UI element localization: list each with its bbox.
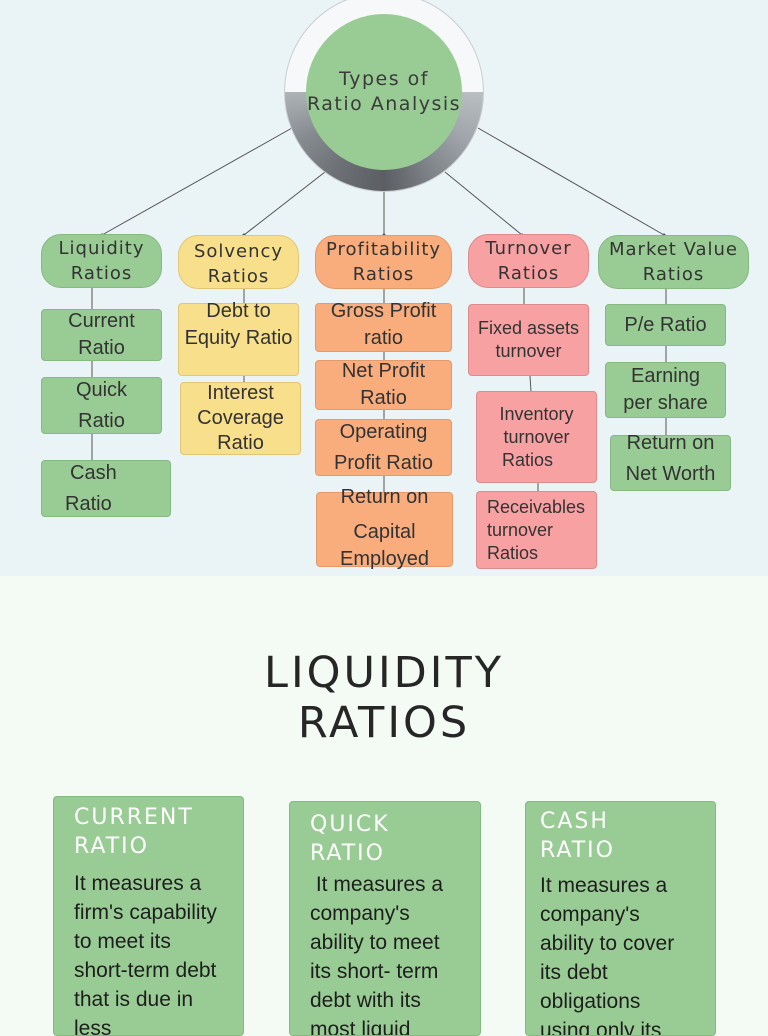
category-label: Ratios — [497, 263, 560, 284]
node-label: Earning — [631, 365, 700, 387]
node-label: Equity Ratio — [184, 327, 293, 349]
node-interest-coverage: Interest Coverage Ratio — [180, 382, 301, 455]
card-cash-ratio: CASH RATIO It measures a company's abili… — [525, 801, 716, 1036]
node-label: turnover — [487, 519, 554, 540]
hub-label-line1: Types of — [339, 68, 429, 90]
category-solvency: Solvency Ratios — [178, 235, 299, 289]
node-label: Operating — [339, 420, 428, 443]
node-label: Net Profit — [341, 360, 426, 382]
node-return-on-capital: Return on Capital Employed — [316, 486, 453, 570]
node-label: Fixed assets — [477, 318, 580, 338]
card-description: It measures a company's ability to cover… — [540, 874, 675, 1036]
card-title-line1: QUICK — [310, 812, 390, 837]
node-label: Inventory — [499, 403, 574, 424]
node-gross-profit: Gross Profit ratio — [315, 300, 452, 352]
node-label: Profit Ratio — [334, 451, 433, 474]
link-hub-turnover — [444, 171, 523, 236]
node-label: Return on — [626, 432, 715, 454]
category-label: Solvency — [193, 241, 284, 262]
link-hub-liquidity — [101, 127, 293, 236]
node-cash-ratio: Cash Ratio — [41, 460, 171, 517]
node-receivables-turnover: Receivables turnover Ratios — [476, 491, 597, 569]
node-label: Coverage — [197, 407, 284, 429]
node-label: per share — [623, 392, 708, 414]
node-current-ratio: Current Ratio — [41, 309, 162, 361]
node-label: Ratio — [78, 337, 125, 359]
node-return-on-net-worth: Return on Net Worth — [610, 432, 731, 491]
node-label: P/e Ratio — [624, 313, 707, 336]
node-label: Receivables — [487, 496, 586, 517]
card-description: It measures a company's ability to meet … — [310, 873, 449, 1036]
node-label: Ratio — [65, 492, 112, 515]
node-debt-to-equity: Debt to Equity Ratio — [178, 300, 299, 376]
section-title: LIQUIDITY RATIOS — [0, 648, 768, 748]
section-title-line2: RATIOS — [297, 698, 471, 748]
card-title-line2: RATIO — [74, 834, 149, 859]
category-label: Ratios — [70, 263, 133, 284]
node-label: turnover — [495, 341, 562, 361]
category-label: Turnover — [485, 238, 572, 259]
section-title-line1: LIQUIDITY — [264, 648, 504, 698]
node-label: Debt to — [206, 300, 271, 322]
category-label: Profitability — [325, 239, 442, 260]
node-label: Return on — [340, 486, 429, 508]
category-label: Market Value — [608, 239, 739, 260]
link-turnover-chain-2 — [529, 375, 532, 393]
node-quick-ratio: Quick Ratio — [41, 377, 162, 434]
node-pe-ratio: P/e Ratio — [605, 304, 726, 346]
card-title: QUICK RATIO — [310, 810, 460, 868]
node-label: Quick — [75, 378, 128, 401]
node-label: Ratio — [360, 387, 407, 409]
card-description: It measures a firm's capability to meet … — [74, 872, 217, 1036]
node-label: Ratio — [78, 409, 125, 432]
category-turnover: Turnover Ratios — [468, 234, 589, 288]
category-label: Ratios — [642, 264, 705, 285]
category-label: Liquidity — [58, 238, 145, 259]
hub-node: Types of Ratio Analysis — [306, 14, 462, 170]
node-label: Ratio — [217, 432, 264, 454]
node-net-profit: Net Profit Ratio — [315, 360, 452, 410]
card-title-line2: RATIO — [540, 838, 615, 863]
card-title-line2: RATIO — [310, 841, 385, 866]
node-label: turnover — [503, 426, 570, 447]
node-label: Capital — [353, 521, 416, 543]
node-label: Cash — [70, 461, 117, 484]
node-inventory-turnover: Inventory turnover Ratios — [476, 391, 597, 483]
card-title-line1: CASH — [540, 809, 609, 834]
node-fixed-assets-turnover: Fixed assets turnover — [468, 304, 589, 376]
category-market-value: Market Value Ratios — [598, 235, 749, 289]
card-quick-ratio: QUICK RATIO It measures a company's abil… — [289, 801, 481, 1036]
card-title-line1: CURRENT — [74, 805, 194, 830]
node-label: ratio — [364, 326, 403, 349]
hub-label-line2: Ratio Analysis — [306, 93, 462, 115]
node-earning-per-share: Earning per share — [605, 362, 726, 418]
node-label: Ratios — [487, 542, 539, 563]
node-label: Gross Profit — [330, 299, 437, 322]
node-operating-profit: Operating Profit Ratio — [315, 419, 452, 476]
node-label: Net Worth — [625, 463, 716, 485]
category-label: Ratios — [207, 266, 270, 287]
card-current-ratio: CURRENT RATIO It measures a firm's capab… — [53, 796, 244, 1036]
category-liquidity: Liquidity Ratios — [41, 234, 162, 288]
link-hub-market — [477, 127, 665, 236]
category-profitability: Profitability Ratios — [315, 235, 452, 289]
node-label: Employed — [340, 548, 429, 570]
category-label: Ratios — [352, 264, 415, 285]
card-title: CURRENT RATIO — [74, 803, 223, 861]
node-label: Ratios — [502, 449, 554, 470]
link-hub-solvency — [243, 171, 326, 236]
card-title: CASH RATIO — [540, 807, 695, 865]
node-label: Interest — [207, 382, 274, 404]
node-label: Current — [68, 310, 135, 332]
